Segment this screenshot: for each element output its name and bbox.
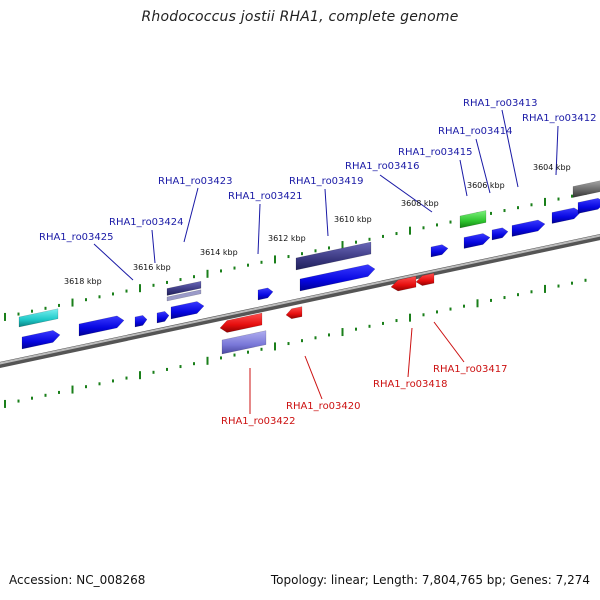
gene-arrow[interactable] [390, 275, 417, 292]
leader-line [304, 355, 323, 400]
leader-line [555, 125, 559, 176]
scale-label: 3614 kbp [200, 248, 238, 257]
gene-highlight-reverse[interactable] [221, 330, 267, 355]
gene-arrow[interactable] [156, 311, 170, 324]
scale-label: 3618 kbp [64, 277, 102, 286]
gene-label-ro03418[interactable]: RHA1_ro03418 [373, 379, 448, 390]
gene-track [18, 180, 600, 355]
gene-label-ro03414[interactable]: RHA1_ro03414 [438, 126, 513, 137]
gene-label-ro03423[interactable]: RHA1_ro03423 [158, 176, 233, 187]
gene-highlight-shadow[interactable] [166, 289, 202, 302]
gene-arrow[interactable] [285, 306, 303, 320]
gene-arrow[interactable] [463, 233, 491, 249]
gene-label-ro03412[interactable]: RHA1_ro03412 [522, 113, 597, 124]
gene-arrow[interactable] [577, 197, 600, 214]
gene-label-ro03413[interactable]: RHA1_ro03413 [463, 98, 538, 109]
gene-arrow[interactable] [78, 315, 125, 337]
leader-line [93, 243, 134, 281]
leader-line [324, 188, 329, 237]
accession-text: Accession: NC_008268 [9, 573, 146, 587]
scale-label: 3606 kbp [467, 181, 505, 190]
gene-highlight[interactable] [166, 280, 202, 296]
genome-title: Rhodococcus jostii RHA1, complete genome [141, 9, 459, 25]
label-leaders [93, 109, 559, 414]
scale-label: 3616 kbp [133, 263, 171, 272]
gene-arrow[interactable] [415, 272, 435, 286]
scale-label: 3612 kbp [268, 234, 306, 243]
gene-arrow[interactable] [134, 315, 148, 328]
gene-arrow[interactable] [170, 301, 205, 320]
gene-arrow[interactable] [430, 244, 449, 258]
gene-label-ro03417[interactable]: RHA1_ro03417 [433, 364, 508, 375]
scale-label: 3604 kbp [533, 163, 571, 172]
gene-arrow[interactable] [219, 312, 263, 333]
gene-label-ro03419[interactable]: RHA1_ro03419 [289, 176, 364, 187]
gene-label-ro03421[interactable]: RHA1_ro03421 [228, 191, 303, 202]
scale-label: 3608 kbp [401, 199, 439, 208]
leader-line [183, 187, 199, 243]
gene-arrow[interactable] [257, 287, 274, 301]
leader-line [475, 138, 491, 194]
scale-ticks [4, 191, 587, 408]
genome-backbone [0, 233, 600, 369]
leader-line [501, 109, 519, 188]
gene-label-ro03422[interactable]: RHA1_ro03422 [221, 416, 296, 427]
gene-label-ro03425[interactable]: RHA1_ro03425 [39, 232, 114, 243]
leader-line [257, 203, 261, 255]
gene-label-ro03416[interactable]: RHA1_ro03416 [345, 161, 420, 172]
gene-arrow[interactable] [491, 227, 509, 241]
gene-label-ro03415[interactable]: RHA1_ro03415 [398, 147, 473, 158]
gene-cyan[interactable] [18, 308, 59, 328]
gene-highlight[interactable] [295, 241, 372, 271]
leader-line [433, 321, 465, 363]
leader-line [379, 174, 433, 213]
gene-arrow[interactable] [21, 330, 61, 350]
leader-line [151, 229, 156, 264]
gene-green[interactable] [459, 210, 487, 229]
topology-text: Topology: linear; Length: 7,804,765 bp; … [270, 573, 590, 587]
gene-arrow[interactable] [551, 207, 582, 224]
gene-grey[interactable] [572, 180, 600, 198]
gene-label-ro03420[interactable]: RHA1_ro03420 [286, 401, 361, 412]
gene-arrow[interactable] [299, 264, 376, 292]
leader-line [407, 327, 413, 378]
leader-line [459, 159, 468, 197]
gene-label-ro03424[interactable]: RHA1_ro03424 [109, 217, 184, 228]
gene-arrow[interactable] [511, 219, 546, 237]
scale-label: 3610 kbp [334, 215, 372, 224]
